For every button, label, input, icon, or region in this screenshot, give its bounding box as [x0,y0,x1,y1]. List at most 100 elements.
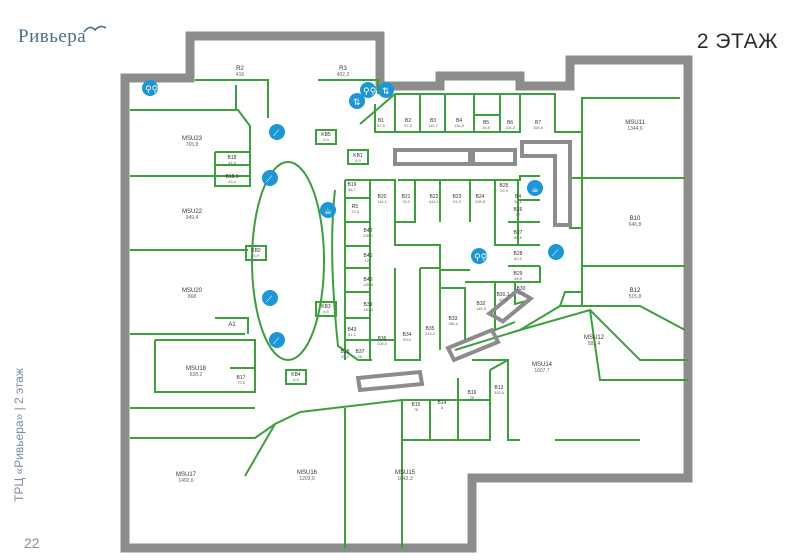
unit-area: 79,5 [237,380,246,385]
unit-label: MSU14 [532,362,553,368]
unit-label: B18 [228,155,237,161]
unit-area: 82,5 [514,256,523,261]
unit-label: KB2 [251,248,261,254]
unit-area: 104,2 [505,125,516,130]
unit-area: 76,9 [402,199,411,204]
unit-label: MSU15 [395,470,416,476]
unit-label: B15 [412,402,421,408]
unit-label: B40 [364,277,373,283]
escalators [355,140,572,393]
unit-label: A1 [228,322,236,328]
unit-label: B1 [378,118,384,124]
unit-area: 6 [441,405,444,410]
svg-text:⟋: ⟋ [266,295,273,305]
unit-area: 186,4 [448,321,459,326]
unit-label: R2 [236,66,244,72]
unit-label: B14 [438,400,447,406]
brand-logo: Ривьера [18,25,108,48]
amenity-icons: ⚲⚲ ⚲⚲ ⚲⚲ ⇅ ⇅ ⟋ ⟋ ⟋ ⟋ ⟋ ☕ ☕ [142,80,564,348]
logo-text: Ривьера [18,26,87,47]
unit-area: 646,8 [629,222,642,228]
unit-label: B19 [348,182,357,188]
unit-area: 153,6 [533,125,544,130]
unit-label: B35 [426,326,435,332]
cafe-icon: ☕ [527,180,543,196]
unit-label: B32 [477,301,486,307]
unit-label: B30.1 [496,292,509,298]
unit-label: B36 [378,336,387,342]
unit-label: B5 [483,120,489,126]
seagull-icon [83,25,107,33]
unit-area: 868 [188,294,197,300]
unit-area: 444,1 [429,199,440,204]
restroom-icon: ⚲⚲ [142,80,159,96]
unit-label: B24 [476,194,485,200]
unit-area: 6,9 [253,253,259,258]
svg-text:⚲⚲: ⚲⚲ [474,253,488,263]
unit-label: MSU11 [625,120,645,126]
unit-area: 30,1 [514,199,523,204]
unit-label: MSU18 [186,366,207,372]
unit-label: B42 [364,228,373,234]
unit-area: 765,8 [186,142,199,148]
unit-label: B34 [403,332,412,338]
unit-area: 93,5 [403,337,412,342]
unit-label: MSU16 [297,470,318,476]
unit-label: B28 [514,251,523,257]
unit-area: 215,4 [425,331,436,336]
svg-text:☕: ☕ [324,207,332,217]
unit-area: 1344,6 [627,126,643,132]
unit-area: 140,4 [363,307,374,312]
svg-text:⚲⚲: ⚲⚲ [145,85,159,95]
unit-label: R3 [339,66,347,72]
escalator-icon: ⟋ [262,290,278,306]
unit-label: B27 [514,230,523,236]
unit-area: 6,5 [323,309,329,314]
unit-area: 6,9 [323,137,329,142]
unit-label: B33 [449,316,458,322]
unit-area: 108,5 [377,341,388,346]
unit-label: MSU17 [176,472,197,478]
unit-area: 135,8 [363,282,374,287]
unit-label: B7 [535,120,541,126]
escalator-icon: ⟋ [269,124,285,140]
unit-area: 146,9 [476,306,487,311]
unit-area: 582,4 [588,341,601,347]
unit-area: 16,1 [517,291,526,296]
svg-text:⟋: ⟋ [552,249,559,259]
svg-text:⟋: ⟋ [273,129,280,139]
unit-label: B37 [356,349,365,355]
unit-area: 97,5 [404,123,413,128]
unit-area: 43,4 [228,179,237,184]
unit-area: 126,9 [454,123,465,128]
unit-label: MSU23 [182,136,203,142]
unit-label: B3 [430,118,436,124]
unit-label: B21 [402,194,411,200]
unit-label: MSU12 [584,335,605,341]
unit-area: 40,6 [499,297,508,302]
unit-label: B16 [468,390,477,396]
unit-label: B38 [341,349,350,355]
unit-area: 515,8 [629,294,642,300]
unit-area: 26,9 [500,188,509,193]
unit-label: B26 [514,207,523,213]
unit-label: B25 [500,183,509,189]
unit-label: B30 [517,286,526,292]
unit-label: B23 [453,194,462,200]
svg-text:⟋: ⟋ [273,337,280,347]
unit-area: 208,8 [475,199,486,204]
unit-label: MSU22 [182,209,203,215]
unit-area: 91,3 [453,199,462,204]
unit-label: R5 [352,204,359,210]
unit-area: 1203,9 [299,476,315,482]
unit-label: B22 [430,194,439,200]
unit-label: B17 [237,375,246,381]
unit-label: KB4 [291,372,301,378]
unit-area: 402,2 [337,72,350,78]
unit-area: 416 [236,72,245,78]
unit-area: 76 [414,407,419,412]
elevator-icon: ⇅ [349,93,365,109]
unit-label: MSU20 [182,288,203,294]
outer-wall [120,31,693,553]
